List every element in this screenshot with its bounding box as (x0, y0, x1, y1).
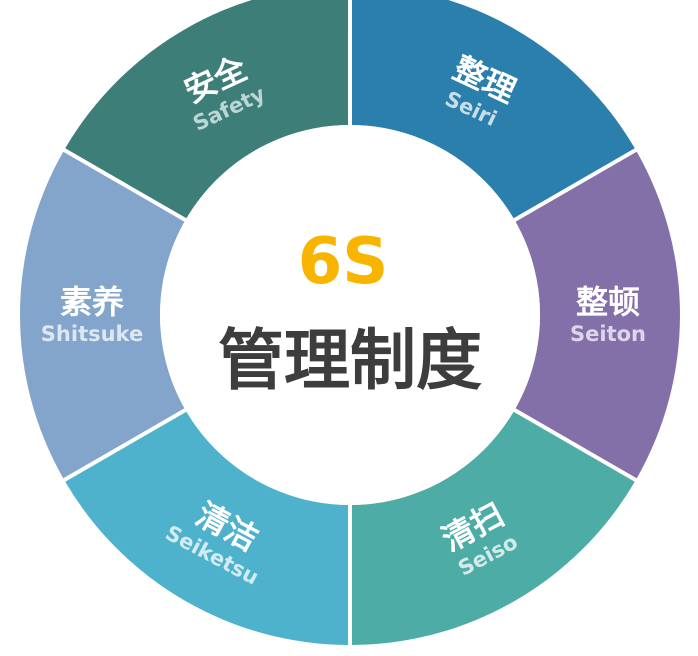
segment-shape-shitsuke (19, 151, 185, 479)
segment-shape-safety (65, 0, 348, 219)
segment-shape-seiton (515, 151, 680, 479)
segment-label-cn: 整顿 (576, 283, 640, 321)
segment-shape-seiketsu (65, 411, 349, 645)
segment-label-en: Seiton (570, 322, 646, 346)
center-title: 6S (298, 225, 389, 299)
center-circle (160, 125, 540, 505)
segment-label-cn: 素养 (60, 283, 124, 321)
segment-shape-seiri (352, 0, 635, 219)
center-subtitle: 管理制度 (218, 322, 482, 399)
segment-label-en: Shitsuke (41, 322, 143, 346)
segment-shape-seiso (351, 411, 635, 645)
